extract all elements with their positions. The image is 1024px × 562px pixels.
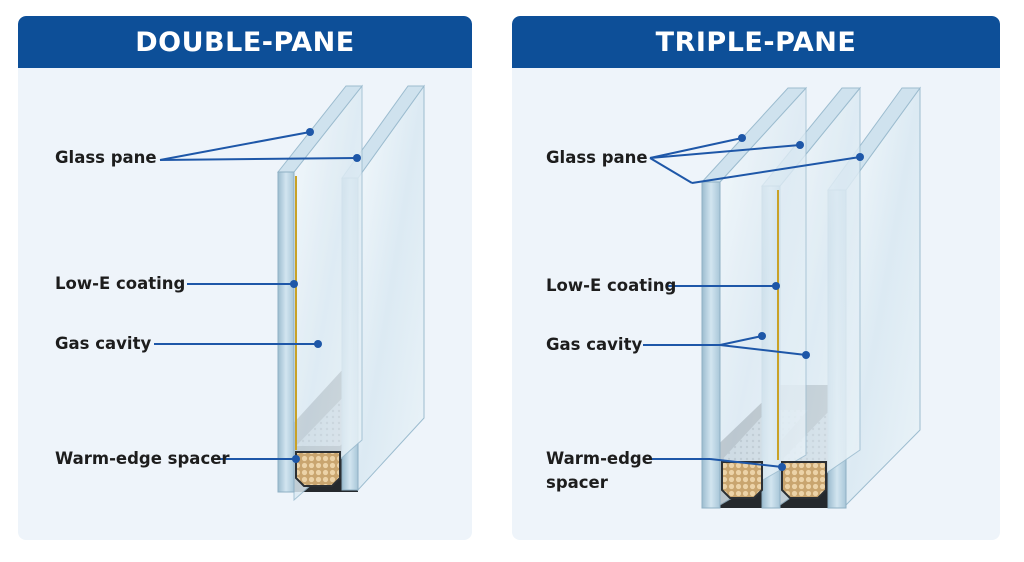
double-gas-cavity-leader xyxy=(154,340,322,348)
triple-spacer-label: Warm-edge spacer xyxy=(546,449,653,492)
double-gas-cavity-label: Gas cavity xyxy=(55,334,152,353)
double-pane-title: DOUBLE-PANE xyxy=(18,16,472,68)
triple-low-e-label: Low-E coating xyxy=(546,276,677,295)
double-spacer-leader xyxy=(217,455,300,463)
triple-pane-title: TRIPLE-PANE xyxy=(512,16,1000,68)
double-pane-unit xyxy=(276,84,425,502)
triple-gas-cavity-leader xyxy=(643,332,810,359)
double-front-pane-edge xyxy=(277,171,295,493)
double-spacer-label: Warm-edge spacer xyxy=(55,449,230,468)
double-glass-pane-leader xyxy=(159,128,361,162)
triple-glass-pane-label: Glass pane xyxy=(546,148,648,167)
triple-low-e-leader xyxy=(668,282,780,290)
triple-spacer-leader xyxy=(650,458,786,471)
double-spacer-end xyxy=(295,451,341,487)
double-glass-pane-label: Glass pane xyxy=(55,148,157,167)
double-low-e-label: Low-E coating xyxy=(55,274,186,293)
triple-spacer-end-1 xyxy=(721,461,763,499)
triple-spacer-end-2 xyxy=(781,461,827,499)
triple-pane-unit xyxy=(700,86,921,509)
triple-gas-cavity-label: Gas cavity xyxy=(546,335,643,354)
triple-glass-pane-leader xyxy=(649,134,864,184)
double-low-e-leader xyxy=(187,280,298,288)
